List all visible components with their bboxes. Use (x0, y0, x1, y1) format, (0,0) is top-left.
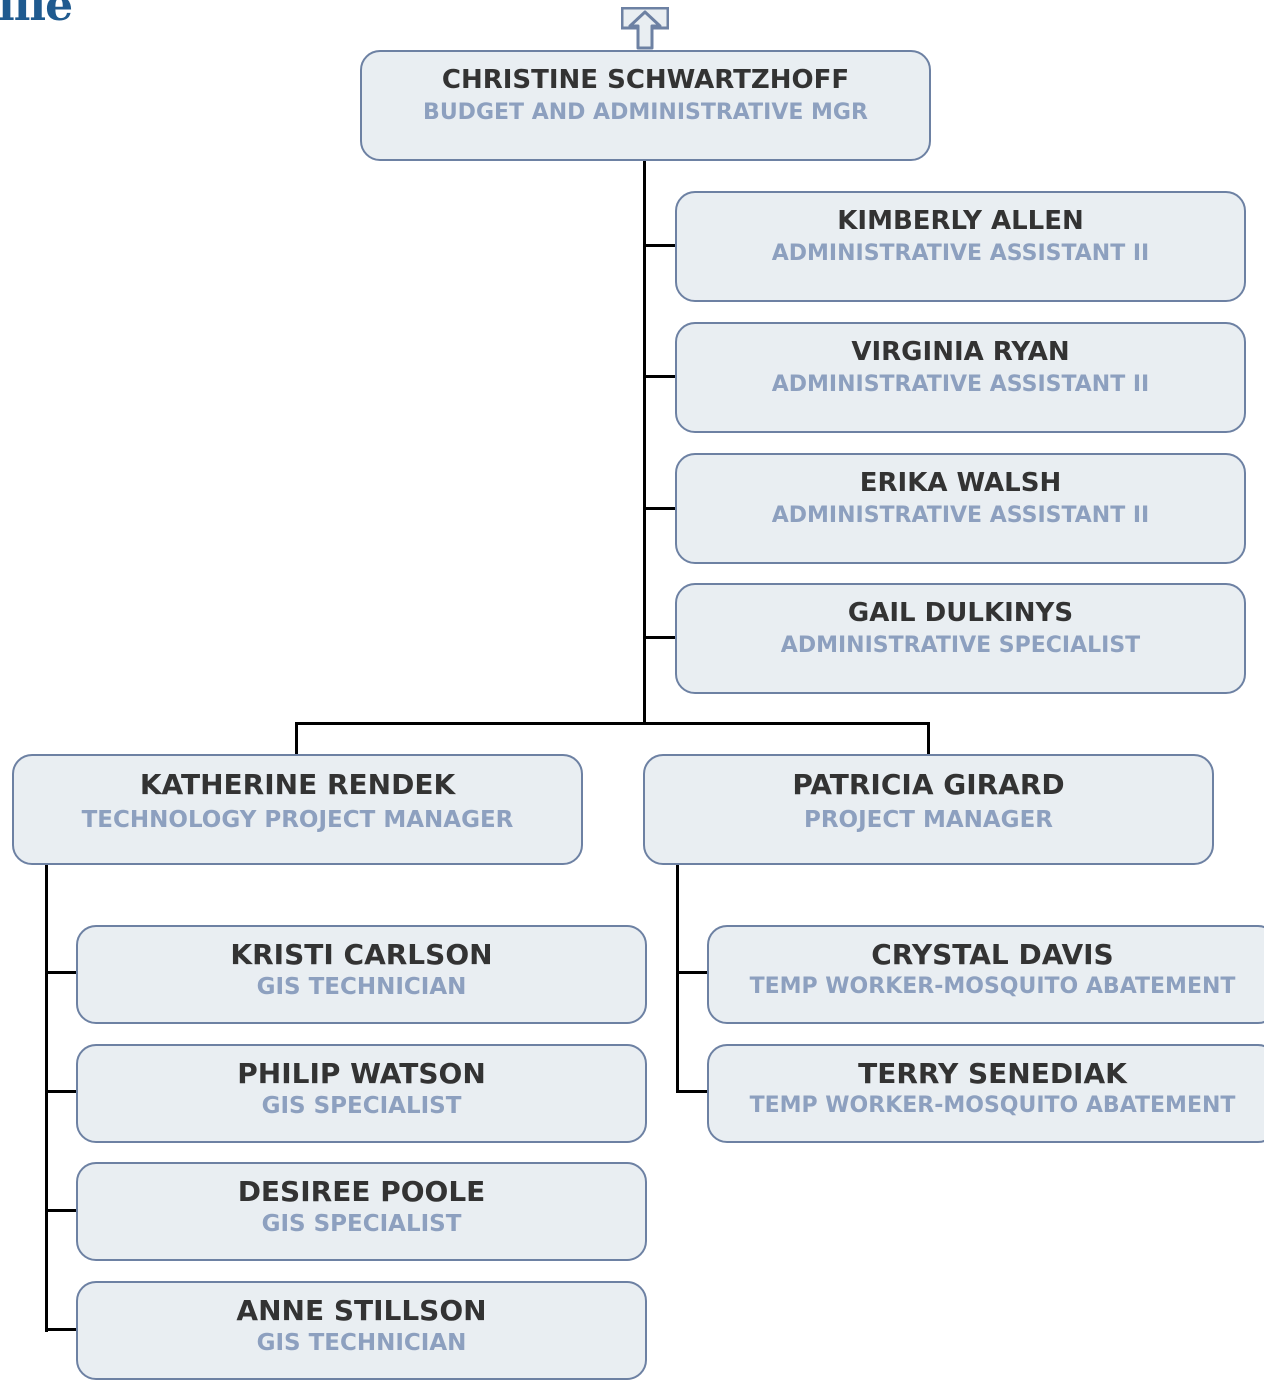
org-box-staff[interactable]: KRISTI CARLSON GIS TECHNICIAN (76, 925, 647, 1024)
connector-left-3 (45, 1209, 78, 1212)
person-title: TEMP WORKER-MOSQUITO ABATEMENT (749, 974, 1236, 999)
person-title: PROJECT MANAGER (803, 807, 1053, 833)
org-box-staff[interactable]: CRYSTAL DAVIS TEMP WORKER-MOSQUITO ABATE… (707, 925, 1264, 1024)
connector-right-trunk (676, 864, 679, 1093)
org-box-assistant[interactable]: KIMBERLY ALLEN ADMINISTRATIVE ASSISTANT … (675, 191, 1246, 302)
org-box-assistant[interactable]: ERIKA WALSH ADMINISTRATIVE ASSISTANT II (675, 453, 1246, 564)
person-name: GAIL DULKINYS (847, 598, 1074, 628)
connector-left-1 (45, 971, 78, 974)
org-box-direct-report[interactable]: KATHERINE RENDEK TECHNOLOGY PROJECT MANA… (12, 754, 583, 865)
person-name: KATHERINE RENDEK (139, 768, 456, 801)
connector-right-1 (676, 971, 709, 974)
connector-drop-left (295, 722, 298, 756)
connector-assistant-2 (643, 375, 677, 378)
person-title: TEMP WORKER-MOSQUITO ABATEMENT (749, 1093, 1236, 1118)
connector-right-2 (676, 1090, 709, 1093)
org-box-assistant[interactable]: GAIL DULKINYS ADMINISTRATIVE SPECIALIST (675, 583, 1246, 694)
connector-left-2 (45, 1090, 78, 1093)
person-name: PHILIP WATSON (237, 1057, 486, 1090)
person-title: ADMINISTRATIVE ASSISTANT II (771, 372, 1150, 397)
org-box-direct-report[interactable]: PATRICIA GIRARD PROJECT MANAGER (643, 754, 1214, 865)
connector-branch-bar (295, 722, 930, 725)
person-title: ADMINISTRATIVE ASSISTANT II (771, 241, 1150, 266)
person-name: KIMBERLY ALLEN (837, 206, 1084, 236)
person-title: ADMINISTRATIVE ASSISTANT II (771, 503, 1150, 528)
org-box-staff[interactable]: PHILIP WATSON GIS SPECIALIST (76, 1044, 647, 1143)
connector-trunk (643, 160, 646, 725)
person-name: PATRICIA GIRARD (792, 768, 1065, 801)
person-title: ADMINISTRATIVE SPECIALIST (780, 633, 1141, 658)
person-name: TERRY SENEDIAK (858, 1057, 1127, 1090)
org-box-manager[interactable]: CHRISTINE SCHWARTZHOFF BUDGET AND ADMINI… (360, 50, 931, 161)
up-arrow-icon[interactable] (621, 7, 669, 51)
connector-assistant-1 (643, 244, 677, 247)
connector-assistant-3 (643, 507, 677, 510)
org-box-staff[interactable]: ANNE STILLSON GIS TECHNICIAN (76, 1281, 647, 1380)
person-title: BUDGET AND ADMINISTRATIVE MGR (423, 100, 868, 125)
logo: ille (0, 0, 73, 31)
person-name: KRISTI CARLSON (230, 938, 493, 971)
person-name: ANNE STILLSON (236, 1294, 487, 1327)
org-box-assistant[interactable]: VIRGINIA RYAN ADMINISTRATIVE ASSISTANT I… (675, 322, 1246, 433)
person-name: CRYSTAL DAVIS (871, 938, 1114, 971)
person-name: CHRISTINE SCHWARTZHOFF (441, 65, 850, 95)
person-title: GIS SPECIALIST (261, 1211, 462, 1237)
org-box-staff[interactable]: TERRY SENEDIAK TEMP WORKER-MOSQUITO ABAT… (707, 1044, 1264, 1143)
org-box-staff[interactable]: DESIREE POOLE GIS SPECIALIST (76, 1162, 647, 1261)
person-name: DESIREE POOLE (237, 1175, 486, 1208)
connector-assistant-4 (643, 636, 677, 639)
person-title: TECHNOLOGY PROJECT MANAGER (81, 807, 514, 833)
person-title: GIS TECHNICIAN (256, 1330, 467, 1356)
connector-left-4 (45, 1328, 78, 1331)
person-name: VIRGINIA RYAN (851, 337, 1070, 367)
connector-drop-right (927, 722, 930, 756)
person-title: GIS TECHNICIAN (256, 974, 467, 1000)
person-name: ERIKA WALSH (859, 468, 1062, 498)
person-title: GIS SPECIALIST (261, 1093, 462, 1119)
connector-left-trunk (45, 864, 48, 1332)
